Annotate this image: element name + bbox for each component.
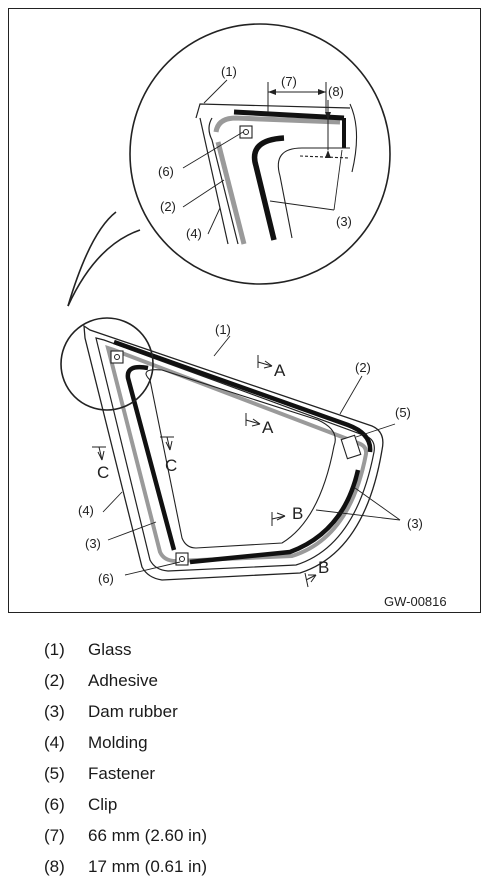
legend-item: (8) 17 mm (0.61 in) (44, 851, 464, 882)
callout-glass: (1) (221, 64, 237, 79)
legend-item: (3) Dam rubber (44, 696, 464, 727)
legend-label: Clip (88, 794, 118, 814)
magnified-detail (195, 82, 358, 245)
detail-circle-large (129, 23, 391, 285)
clip-icon (110, 350, 124, 364)
clip-icon (175, 552, 189, 566)
legend-label: Molding (88, 732, 148, 752)
section-mark-a: A (262, 418, 274, 437)
callout-dam-rubber: (3) (336, 214, 352, 229)
glass-installation-diagram: (1) (7) (8) (6) (2) (4) (3) (1) (2) (5) … (60, 23, 447, 609)
legend-number: (4) (44, 732, 65, 752)
section-mark-b: B (292, 504, 303, 523)
leader-lines (102, 79, 401, 576)
section-marks (92, 355, 317, 588)
detail-bubble (67, 23, 391, 307)
molding-outline (83, 324, 384, 581)
dam-rubber-bottom (189, 469, 361, 565)
section-mark-a: A (274, 361, 286, 380)
callout-dim-17: (8) (328, 84, 344, 99)
legend-item: (4) Molding (44, 727, 464, 758)
legend-item: (5) Fastener (44, 758, 464, 789)
legend-label: Dam rubber (88, 701, 178, 721)
dam-rubber-side (125, 364, 177, 551)
legend-number: (7) (44, 825, 65, 845)
adhesive-bead (105, 344, 369, 564)
legend-label: Adhesive (88, 670, 158, 690)
legend-number: (3) (44, 701, 65, 721)
callout-labels: (1) (7) (8) (6) (2) (4) (3) (1) (2) (5) … (78, 64, 447, 609)
legend-label: 66 mm (2.60 in) (88, 825, 208, 845)
legend-item: (6) Clip (44, 789, 464, 820)
section-mark-b: B (318, 558, 329, 577)
callout-adhesive: (2) (160, 199, 176, 214)
legend-number: (6) (44, 794, 65, 814)
glass-outline (95, 337, 375, 572)
callout-molding: (4) (78, 503, 94, 518)
inner-opening (145, 369, 336, 549)
callout-clip: (6) (98, 571, 114, 586)
fastener-icon (340, 434, 362, 460)
legend: (1) Glass (2) Adhesive (3) Dam rubber (4… (44, 634, 464, 882)
legend-label: Glass (88, 639, 132, 659)
clip-icon (239, 125, 253, 139)
callout-adhesive: (2) (355, 360, 371, 375)
callout-fastener: (5) (395, 405, 411, 420)
legend-number: (1) (44, 639, 65, 659)
callout-glass: (1) (215, 322, 231, 337)
legend-label: Fastener (88, 763, 156, 783)
legend-item: (7) 66 mm (2.60 in) (44, 820, 464, 851)
callout-clip: (6) (158, 164, 174, 179)
legend-number: (2) (44, 670, 65, 690)
callout-molding: (4) (186, 226, 202, 241)
callout-dam-rubber: (3) (407, 516, 423, 531)
section-mark-c: C (97, 463, 109, 482)
legend-number: (5) (44, 763, 65, 783)
callout-dim-66: (7) (281, 74, 297, 89)
quarter-glass-view (60, 317, 384, 581)
section-mark-c: C (165, 456, 177, 475)
legend-number: (8) (44, 856, 65, 876)
legend-item: (2) Adhesive (44, 665, 464, 696)
legend-label: 17 mm (0.61 in) (88, 856, 208, 876)
figure-code: GW-00816 (384, 594, 447, 609)
detail-circle-small (60, 317, 154, 411)
legend-item: (1) Glass (44, 634, 464, 665)
callout-dam-rubber: (3) (85, 536, 101, 551)
